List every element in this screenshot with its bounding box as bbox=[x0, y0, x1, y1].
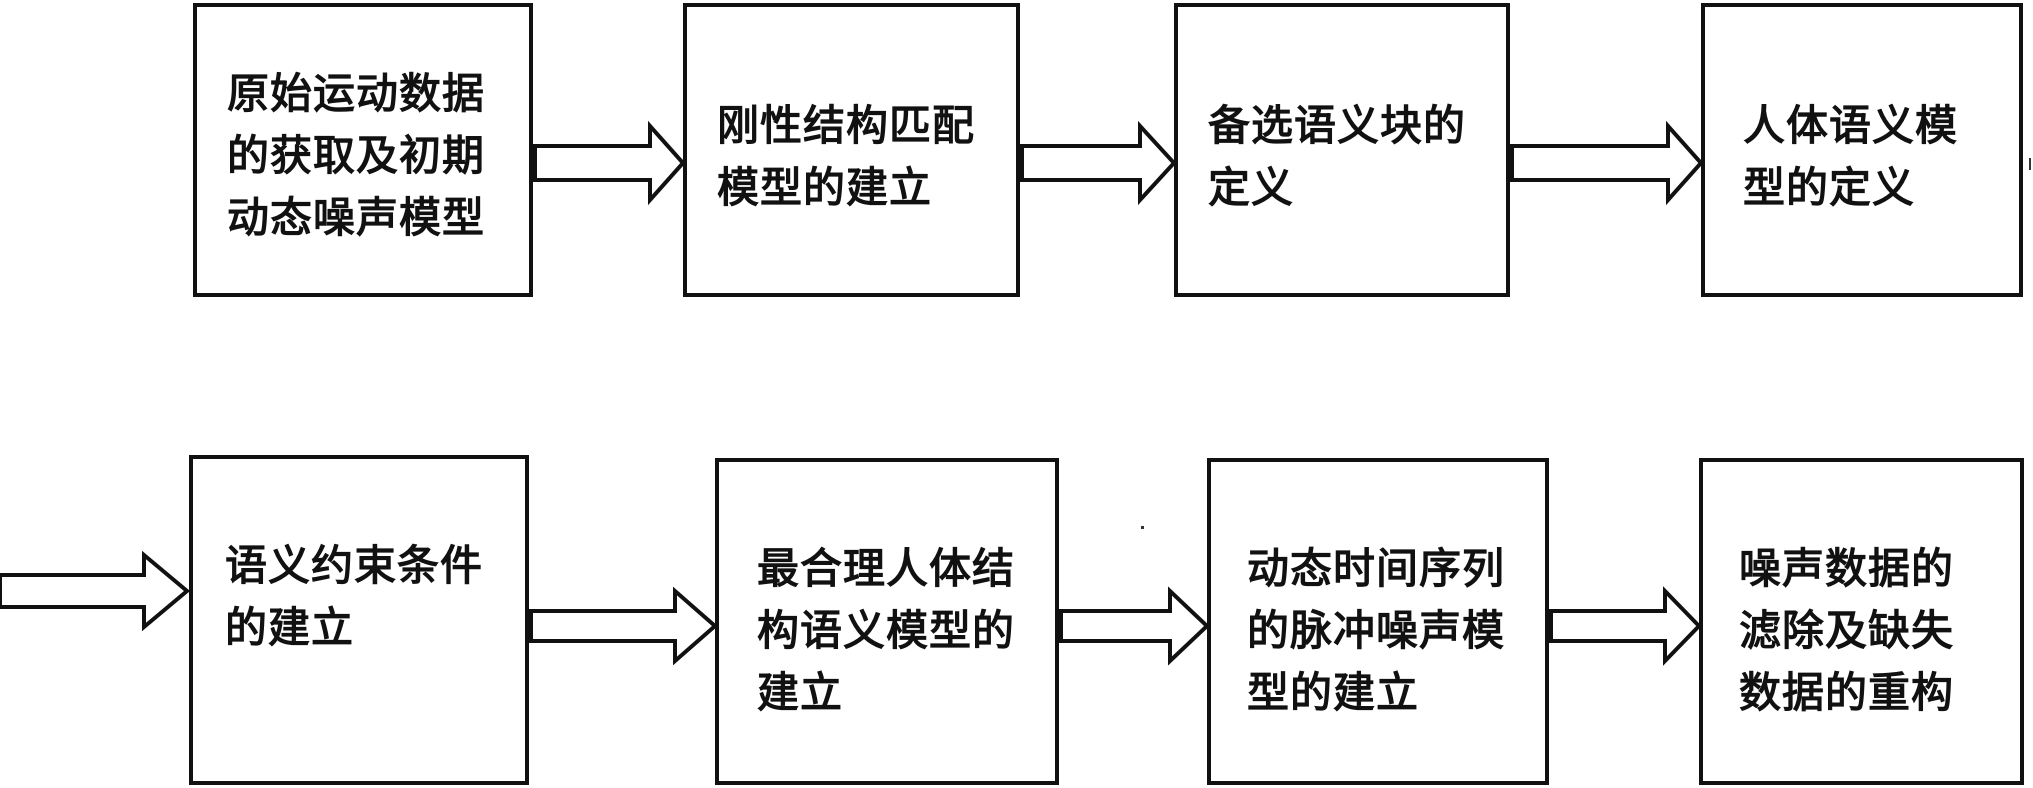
arrow-step-1-to-2 bbox=[533, 120, 686, 206]
box-step-5-label: 语义约束条件 的建立 bbox=[225, 541, 484, 652]
box-step-8: 噪声数据的 滤除及缺失 数据的重构 bbox=[1699, 458, 2024, 785]
arrow-step-7-to-8 bbox=[1549, 586, 1702, 666]
box-step-1: 原始运动数据 的获取及初期 动态噪声模型 bbox=[193, 3, 533, 297]
box-step-5: 语义约束条件 的建立 bbox=[189, 455, 529, 785]
scan-speck bbox=[2029, 158, 2031, 170]
box-step-3: 备选语义块的 定义 bbox=[1174, 3, 1510, 297]
box-step-4: 人体语义模 型的定义 bbox=[1701, 3, 2023, 297]
box-step-8-label: 噪声数据的 滤除及缺失 数据的重构 bbox=[1739, 544, 1955, 717]
scan-speck bbox=[1141, 526, 1144, 529]
box-step-6: 最合理人体结 构语义模型的 建立 bbox=[715, 458, 1059, 785]
arrow-step-2-to-3 bbox=[1020, 120, 1177, 206]
box-step-6-label: 最合理人体结 构语义模型的 建立 bbox=[757, 544, 1016, 717]
box-step-7-label: 动态时间序列 的脉冲噪声模 型的建立 bbox=[1247, 544, 1506, 717]
arrow-step-5-to-6 bbox=[529, 586, 719, 666]
box-step-2: 刚性结构匹配 模型的建立 bbox=[683, 3, 1020, 297]
box-step-7: 动态时间序列 的脉冲噪声模 型的建立 bbox=[1207, 458, 1549, 785]
box-step-1-label: 原始运动数据 的获取及初期 动态噪声模型 bbox=[227, 69, 486, 242]
arrow-row1-to-row2 bbox=[0, 550, 191, 632]
arrow-step-3-to-4 bbox=[1510, 120, 1704, 206]
arrow-step-6-to-7 bbox=[1059, 586, 1210, 666]
box-step-2-label: 刚性结构匹配 模型的建立 bbox=[717, 101, 976, 212]
box-step-4-label: 人体语义模 型的定义 bbox=[1743, 101, 1959, 212]
box-step-3-label: 备选语义块的 定义 bbox=[1208, 101, 1467, 212]
